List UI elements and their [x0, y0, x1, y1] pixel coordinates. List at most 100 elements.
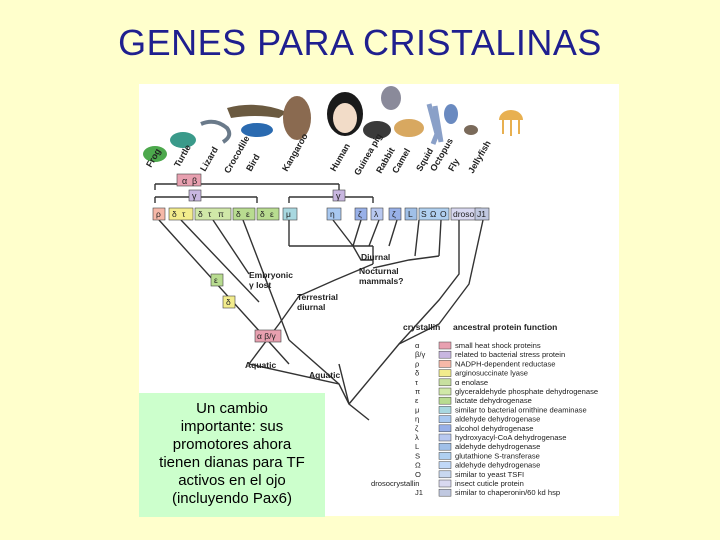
- crystallin-box: λ: [374, 209, 379, 219]
- legend-swatch: [438, 350, 452, 359]
- legend-swatch: [438, 461, 452, 469]
- note-line: activos en el ojo: [178, 472, 286, 489]
- crystallin-box: τ: [182, 209, 186, 219]
- legend-swatch: [438, 479, 452, 488]
- legend-symbol: λ: [415, 433, 419, 442]
- legend-swatch: [438, 488, 452, 497]
- embryonic-label: Embryonic: [249, 270, 293, 280]
- legend-symbol: β/γ: [415, 350, 425, 359]
- legend-function: similar to yeast TSFI: [455, 470, 524, 479]
- aquatic-label-2: Aquatic: [309, 370, 340, 380]
- species-label: Bird: [244, 152, 262, 173]
- epsilon-event-box: ε: [214, 275, 218, 285]
- legend-swatch: [438, 369, 452, 377]
- note-line: promotores ahora: [172, 436, 292, 453]
- legend-symbol: ζ: [415, 424, 419, 433]
- nocturnal-label: Nocturnal: [359, 266, 399, 276]
- legend-function: similar to bacterial ornithine deaminase: [455, 405, 587, 414]
- terrestrial-label: Terrestrial: [297, 292, 338, 302]
- legend-swatch: [438, 424, 452, 433]
- turtle-drawing: [170, 132, 196, 148]
- note-line: importante: sus: [180, 418, 284, 435]
- crystallin-box: ζ: [358, 209, 362, 219]
- legend-function: hydroxyacyl-CoA dehydrogenase: [455, 433, 566, 442]
- beta-box: β: [192, 176, 197, 186]
- human-face-drawing: [333, 103, 357, 133]
- gamma-box-left: γ: [192, 191, 197, 201]
- legend-swatch: [438, 396, 452, 405]
- legend-function: small heat shock proteins: [455, 341, 541, 350]
- note-line: (incluyendo Pax6): [171, 490, 293, 507]
- crystallin-box: μ: [286, 209, 291, 219]
- legend-swatch: [438, 387, 452, 396]
- legend-function: similar to chaperonin/60 kd hsp: [455, 488, 560, 497]
- crystallin-box: O: [440, 209, 447, 219]
- legend-symbol: η: [415, 415, 419, 424]
- legend-function: alcohol dehydrogenase: [455, 424, 534, 433]
- note-line: tienen dianas para TF: [159, 454, 305, 471]
- diurnal-label: Diurnal: [361, 252, 390, 262]
- crystallin-box: ε: [246, 209, 250, 219]
- legend-header-function: ancestral protein function: [453, 322, 557, 332]
- legend-function: aldehyde dehydrogenase: [455, 461, 540, 470]
- crystallin-box: δ: [198, 209, 203, 219]
- legend-swatch: [438, 406, 452, 414]
- legend-symbol: ε: [415, 396, 419, 405]
- legend-function: aldehyde dehydrogenase: [455, 442, 540, 451]
- crystallin-box: τ: [208, 209, 212, 219]
- species-label: Turtle: [172, 143, 193, 169]
- crystallin-tree-svg: Frog Turtle Lizard Crocodile Bird Kangar…: [143, 86, 598, 497]
- legend-symbol: δ: [415, 369, 419, 378]
- aquatic-label-1: Aquatic: [245, 360, 276, 370]
- legend-function: glutathione S-transferase: [455, 451, 540, 460]
- species-label: Human: [328, 142, 352, 173]
- bird-drawing: [241, 123, 273, 137]
- legend-header-crystallin: crystallin: [403, 322, 440, 332]
- legend-swatch: [438, 452, 452, 460]
- crystallin-box: droso: [453, 209, 475, 219]
- crystallin-box: ρ: [156, 209, 161, 219]
- legend-symbol: J1: [415, 488, 423, 497]
- legend-function: arginosuccinate lyase: [455, 369, 528, 378]
- gamma-box-right: γ: [336, 191, 341, 201]
- legend-function: NADPH-dependent reductase: [455, 359, 555, 368]
- alpha-beta-gamma-box: α β/γ: [257, 331, 277, 341]
- legend-function: α enolase: [455, 378, 488, 387]
- explanation-note: Un cambio importante: sus promotores aho…: [139, 393, 325, 517]
- octopus-drawing: [444, 104, 458, 124]
- crystallin-box: δ: [260, 209, 265, 219]
- legend-symbol: μ: [415, 405, 419, 414]
- legend-symbol: O: [415, 470, 421, 479]
- legend-symbol: Ω: [415, 461, 421, 470]
- lizard-drawing: [200, 119, 232, 144]
- legend-swatch: [438, 415, 452, 423]
- crystallin-box: ζ: [392, 209, 396, 219]
- crystallin-box: δ: [172, 209, 177, 219]
- jellyfish-drawing: [499, 110, 523, 120]
- legend-symbol: drosocrystallin: [371, 479, 420, 488]
- species-label: Jellyfish: [466, 139, 493, 175]
- crystallin-box: ε: [270, 209, 274, 219]
- terrestrial-label-2: diurnal: [297, 302, 325, 312]
- legend-symbol: τ: [415, 378, 418, 387]
- legend-function: lactate dehydrogenase: [455, 396, 532, 405]
- crystallin-box: J1: [477, 209, 486, 219]
- legend-function: glyceraldehyde phosphate dehydrogenase: [455, 387, 598, 396]
- legend-symbol: π: [415, 387, 420, 396]
- crocodile-drawing: [227, 104, 287, 118]
- delta-event-box: δ: [226, 297, 231, 307]
- legend-function: related to bacterial stress protein: [455, 350, 565, 359]
- crystallin-box: S: [421, 209, 427, 219]
- legend-symbol: S: [415, 451, 420, 460]
- legend-symbol: L: [415, 442, 419, 451]
- camel-drawing: [394, 119, 424, 137]
- fly-drawing: [464, 125, 478, 135]
- legend-swatch: [438, 442, 452, 451]
- kangaroo-drawing: [283, 96, 311, 140]
- frog-drawing: [143, 146, 167, 162]
- nocturnal-label-2: mammals?: [359, 276, 403, 286]
- legend-swatch: [438, 341, 452, 350]
- species-label: Fly: [446, 157, 461, 173]
- squid-drawing: [426, 103, 444, 145]
